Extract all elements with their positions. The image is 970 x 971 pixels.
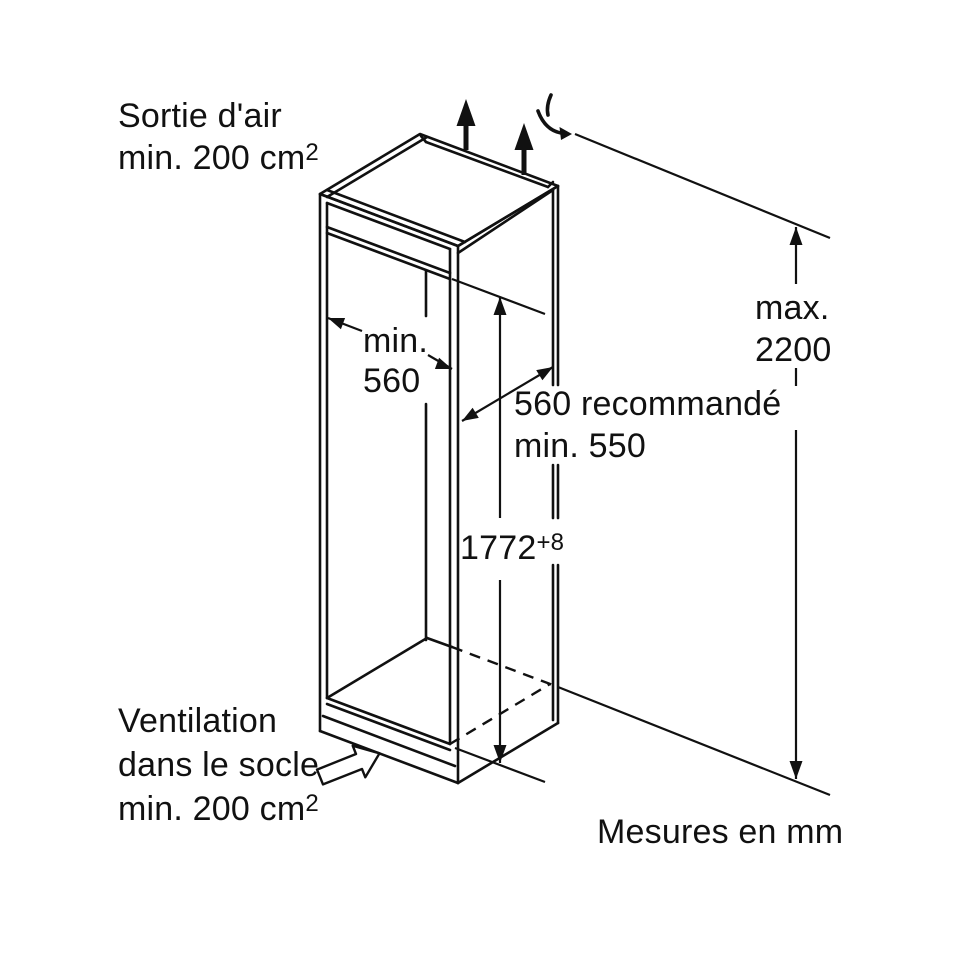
- dimension-arrowheads: [328, 227, 803, 779]
- air-flow-up-arrow-icon: [456, 99, 476, 150]
- dim-depth-label: 560 recommandé min. 550: [514, 383, 781, 467]
- air-flow-up-arrow-icon: [514, 123, 534, 175]
- hidden-floor-edges: [449, 645, 559, 746]
- air-outlet-line1: Sortie d'air: [118, 97, 282, 135]
- ventilation-line1: Ventilation: [118, 702, 278, 740]
- dim-max-2200-bottom-ref: [557, 685, 831, 797]
- air-outlet-label: Sortie d'air min. 200 cm2: [118, 95, 319, 179]
- dim-niche-height-tolerance: +8: [536, 529, 565, 556]
- dim-min-width-line1: min.: [363, 322, 429, 360]
- air-outlet-line2: min. 200 cm2: [118, 139, 319, 177]
- dimension-lines: [327, 132, 831, 797]
- dim-max-height-line2: 2200: [755, 331, 832, 369]
- dim-1772-top-ext: [451, 277, 546, 316]
- dim-max-height-line1: max.: [755, 289, 830, 327]
- units-note: Mesures en mm: [597, 813, 844, 851]
- dim-min-width-line2: 560: [363, 362, 421, 400]
- dim-depth-line: [461, 366, 554, 422]
- ventilation-line3: min. 200 cm2: [118, 790, 319, 828]
- dim-max-2200-top-ref: [574, 132, 831, 240]
- ventilation-arrow-icon: [315, 744, 381, 786]
- dim-max-height-label: max. 2200: [755, 287, 831, 371]
- dim-min-width-label: min. 560: [363, 321, 428, 401]
- ventilation-line2: dans le socle: [118, 746, 320, 784]
- dim-depth-line2: min. 550: [514, 427, 647, 465]
- air-outlet-sup: 2: [305, 139, 319, 166]
- dim-niche-height-label: 1772+8: [460, 527, 564, 569]
- ventilation-sup: 2: [305, 790, 319, 817]
- dim-depth-line1: 560 recommandé: [514, 385, 782, 423]
- dim-1772-bottom-ext: [454, 746, 546, 784]
- ventilation-label: Ventilation dans le socle min. 200 cm2: [118, 699, 319, 831]
- dim-niche-height-value: 1772: [460, 529, 537, 567]
- cabinet-outline: [318, 132, 560, 785]
- air-swirl-icon: [536, 93, 572, 140]
